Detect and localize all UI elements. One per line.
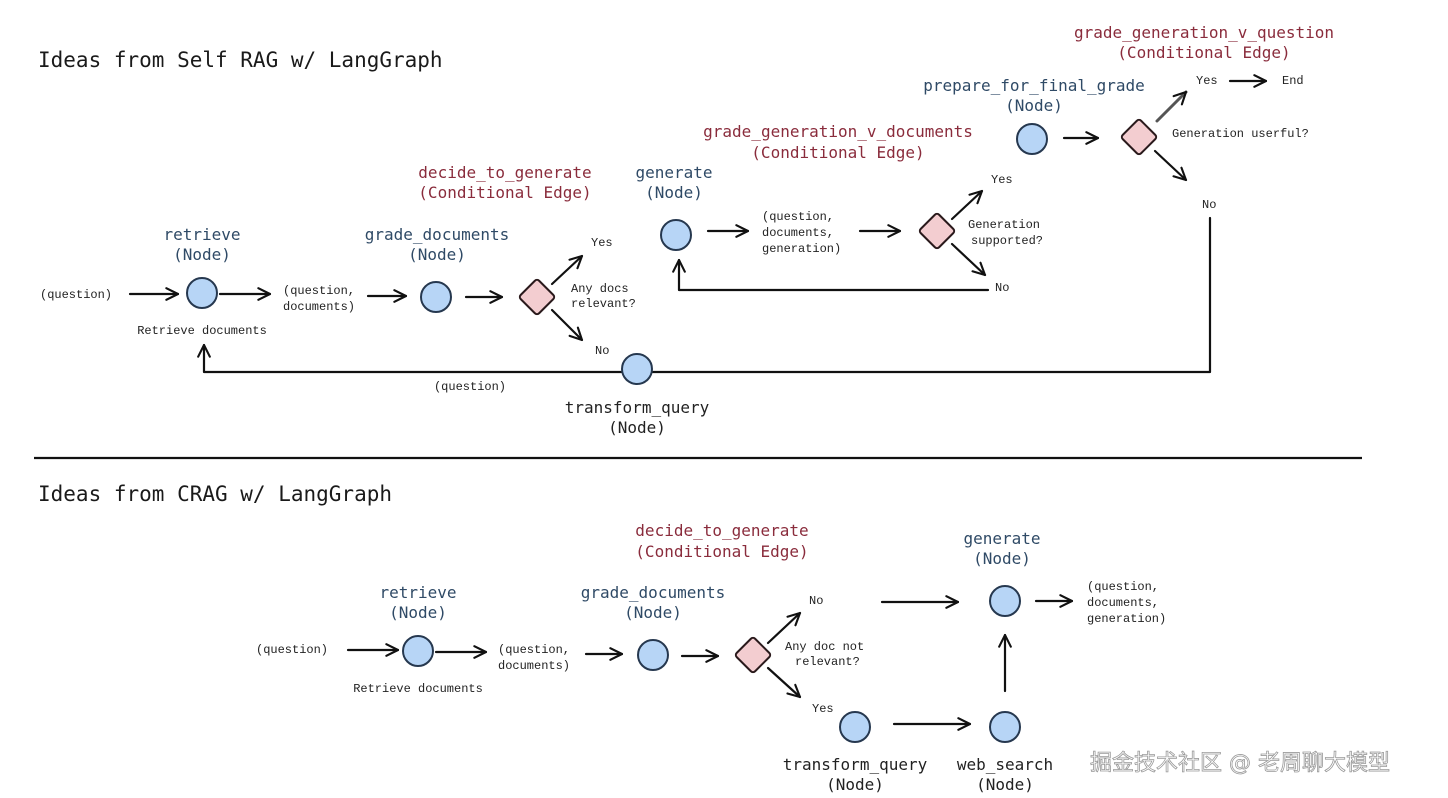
crag-retrieve-caption: Retrieve documents xyxy=(353,682,483,696)
self-rag-prepare-kind: (Node) xyxy=(1005,96,1063,115)
self-rag-decide-yes-edge xyxy=(550,254,584,286)
crag-section: Ideas from CRAG w/ LangGraph (question) … xyxy=(38,482,1166,794)
self-rag-ggvd-no-loop xyxy=(672,258,990,292)
crag-decide-name: decide_to_generate xyxy=(635,521,808,540)
self-rag-ggvq-no: No xyxy=(1202,198,1216,212)
self-rag-ggvq-question: Generation userful? xyxy=(1172,127,1309,141)
crag-decide-diamond[interactable] xyxy=(734,636,772,674)
self-rag-ggvd-question-2: supported? xyxy=(971,234,1043,248)
self-rag-generate-kind: (Node) xyxy=(645,183,703,202)
crag-grade-documents-kind: (Node) xyxy=(624,603,682,622)
self-rag-ggvq-name: grade_generation_v_question xyxy=(1074,23,1334,42)
crag-retrieve-kind: (Node) xyxy=(389,603,447,622)
crag-web-search-kind: (Node) xyxy=(976,775,1034,794)
watermark: 掘金技术社区 @ 老周聊大模型 xyxy=(1090,751,1390,776)
self-rag-ggvd-no-edge xyxy=(950,242,987,277)
self-rag-generate-output-2: documents, xyxy=(762,226,834,240)
self-rag-retrieve-output-2: documents) xyxy=(283,300,355,314)
self-rag-ggvd-name: grade_generation_v_documents xyxy=(703,122,973,141)
self-rag-generate-output-1: (question, xyxy=(762,210,834,224)
crag-web-search-node[interactable] xyxy=(989,711,1021,743)
crag-title: Ideas from CRAG w/ LangGraph xyxy=(38,482,392,506)
crag-generate-output-1: (question, xyxy=(1087,580,1159,594)
crag-retrieve-output-1: (question, xyxy=(498,643,570,657)
self-rag-ggvd-yes-edge xyxy=(950,189,984,221)
crag-web-search-name: web_search xyxy=(957,755,1053,774)
self-rag-ggvd-yes: Yes xyxy=(991,173,1013,187)
self-rag-generate-node[interactable] xyxy=(660,219,692,251)
crag-generate-output-2: documents, xyxy=(1087,596,1159,610)
crag-decide-yes: Yes xyxy=(812,702,834,716)
self-rag-grade-documents-kind: (Node) xyxy=(408,245,466,264)
self-rag-ggvq-yes-edge xyxy=(1155,90,1188,123)
crag-decide-question-2: relevant? xyxy=(795,655,860,669)
self-rag-decide-no: No xyxy=(595,344,609,358)
self-rag-prepare-node[interactable] xyxy=(1016,123,1048,155)
self-rag-end-label: End xyxy=(1282,74,1304,88)
crag-retrieve-name: retrieve xyxy=(379,583,456,602)
self-rag-ggvd-question-1: Generation xyxy=(968,218,1040,232)
self-rag-retrieve-kind: (Node) xyxy=(173,245,231,264)
self-rag-decide-no-edge xyxy=(550,308,584,342)
self-rag-title: Ideas from Self RAG w/ LangGraph xyxy=(38,48,443,72)
self-rag-grade-documents-node[interactable] xyxy=(420,281,452,313)
self-rag-ggvq-no-loop xyxy=(650,216,1212,374)
crag-retrieve-node[interactable] xyxy=(402,635,434,667)
crag-grade-documents-name: grade_documents xyxy=(581,583,726,602)
crag-transform-query-kind: (Node) xyxy=(826,775,884,794)
self-rag-retrieve-output-1: (question, xyxy=(283,284,355,298)
self-rag-transform-query-node[interactable] xyxy=(621,353,653,385)
crag-generate-node[interactable] xyxy=(989,585,1021,617)
self-rag-ggvq-no-edge xyxy=(1153,149,1188,182)
crag-decide-no: No xyxy=(809,594,823,608)
self-rag-retrieve-name: retrieve xyxy=(163,225,240,244)
self-rag-transform-query-name: transform_query xyxy=(565,398,710,417)
self-rag-decide-kind: (Conditional Edge) xyxy=(418,183,591,202)
self-rag-retrieve-node[interactable] xyxy=(186,277,218,309)
crag-decide-yes-edge xyxy=(766,666,802,699)
self-rag-ggvd-diamond[interactable] xyxy=(918,212,956,250)
crag-decide-no-edge xyxy=(766,611,802,645)
crag-generate-kind: (Node) xyxy=(973,549,1031,568)
self-rag-decide-name: decide_to_generate xyxy=(418,163,591,182)
self-rag-ggvd-kind: (Conditional Edge) xyxy=(751,143,924,162)
self-rag-ggvq-yes: Yes xyxy=(1196,74,1218,88)
self-rag-prepare-name: prepare_for_final_grade xyxy=(923,76,1145,95)
self-rag-input-label: (question) xyxy=(40,288,112,302)
self-rag-decide-yes: Yes xyxy=(591,236,613,250)
crag-transform-query-name: transform_query xyxy=(783,755,928,774)
self-rag-retrieve-caption: Retrieve documents xyxy=(137,324,267,338)
crag-decide-question-1: Any doc not xyxy=(785,640,864,654)
self-rag-decide-diamond[interactable] xyxy=(518,278,556,316)
self-rag-ggvq-kind: (Conditional Edge) xyxy=(1117,43,1290,62)
self-rag-loop-label: (question) xyxy=(434,380,506,394)
crag-generate-name: generate xyxy=(963,529,1040,548)
self-rag-decide-question-1: Any docs xyxy=(571,282,629,296)
self-rag-ggvd-no: No xyxy=(995,281,1009,295)
crag-grade-documents-node[interactable] xyxy=(637,639,669,671)
self-rag-transform-to-retrieve-edge xyxy=(197,343,624,374)
self-rag-decide-question-2: relevant? xyxy=(571,297,636,311)
self-rag-generate-name: generate xyxy=(635,163,712,182)
self-rag-grade-documents-name: grade_documents xyxy=(365,225,510,244)
self-rag-transform-query-kind: (Node) xyxy=(608,418,666,437)
self-rag-ggvq-diamond[interactable] xyxy=(1120,118,1158,156)
crag-decide-kind: (Conditional Edge) xyxy=(635,542,808,561)
crag-transform-query-node[interactable] xyxy=(839,711,871,743)
crag-retrieve-output-2: documents) xyxy=(498,659,570,673)
crag-input-label: (question) xyxy=(256,643,328,657)
self-rag-section: Ideas from Self RAG w/ LangGraph (questi… xyxy=(38,23,1334,437)
crag-generate-output-3: generation) xyxy=(1087,612,1166,626)
self-rag-generate-output-3: generation) xyxy=(762,242,841,256)
